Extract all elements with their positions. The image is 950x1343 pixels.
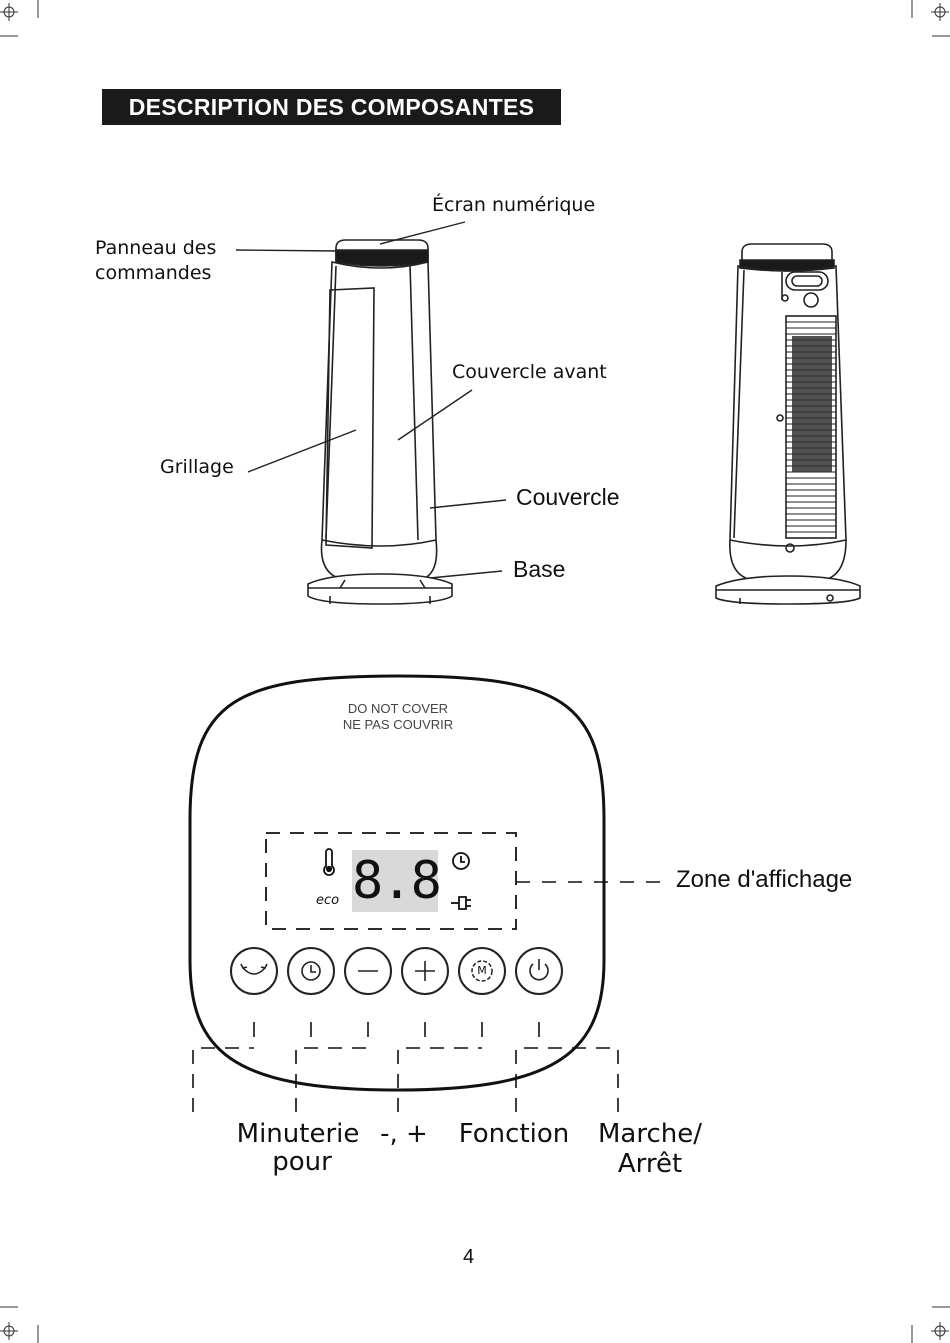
power-button[interactable] xyxy=(516,948,562,994)
display-zone-label: Zone d'affichage xyxy=(676,866,852,894)
minus-plus-label: -, + xyxy=(374,1120,434,1149)
function-label: Fonction xyxy=(450,1120,578,1149)
mode-button[interactable] xyxy=(459,948,505,994)
timer-label-line1: Minuterie xyxy=(228,1120,368,1149)
minus-button[interactable] xyxy=(345,948,391,994)
timer-button[interactable] xyxy=(288,948,334,994)
power-label-line2: Arrêt xyxy=(590,1150,710,1179)
timer-label-line2: pour xyxy=(232,1148,372,1177)
plus-button[interactable] xyxy=(402,948,448,994)
page-number: 4 xyxy=(463,1246,474,1269)
oscillation-button[interactable] xyxy=(231,948,277,994)
power-label-line1: Marche/ xyxy=(590,1120,710,1149)
